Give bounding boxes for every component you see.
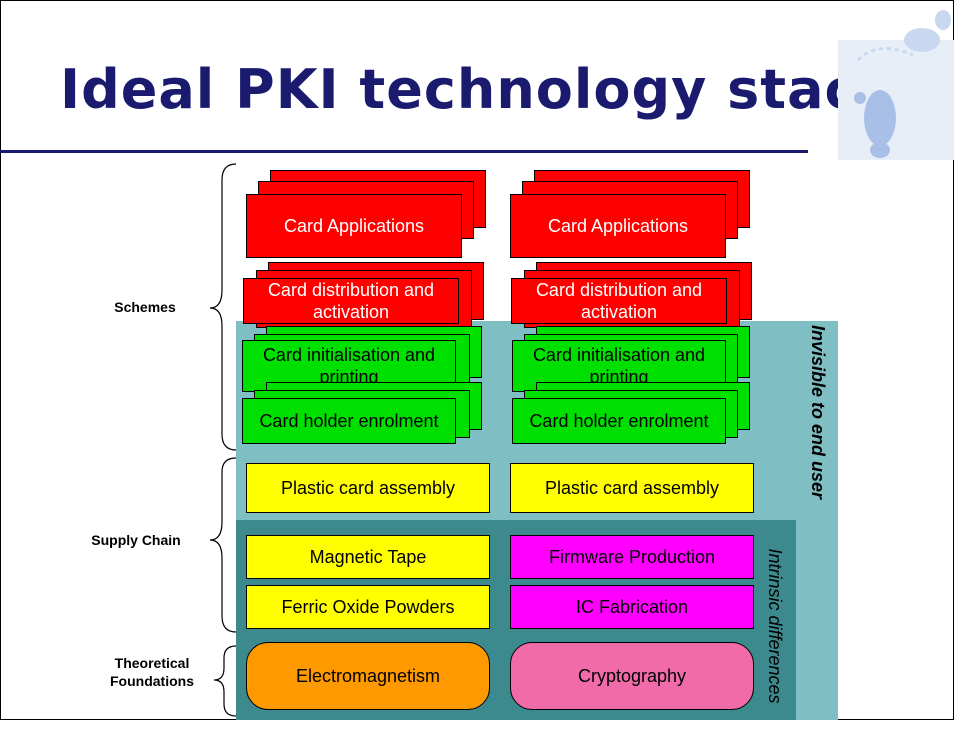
electromagnetism-box: Electromagnetism: [246, 642, 490, 710]
ic-fabrication-box: IC Fabrication: [510, 585, 754, 629]
card-applications-box: Card Applications: [246, 194, 462, 258]
plastic-card-assembly-box: Plastic card assembly: [510, 463, 754, 513]
theoretical-foundations-label: Theoretical Foundations: [110, 655, 194, 689]
supply-chain-brace: [209, 457, 237, 633]
firmware-production-box: Firmware Production: [510, 535, 754, 579]
card-holder-enrolment-box: Card holder enrolment: [242, 398, 456, 444]
title-underline: [0, 150, 808, 153]
supply-chain-label: Supply Chain: [91, 532, 181, 548]
card-distribution-box: Card distribution and activation: [243, 278, 459, 324]
card-holder-enrolment-box: Card holder enrolment: [512, 398, 726, 444]
theoretical-foundations-brace: [213, 645, 237, 717]
magnetic-tape-box: Magnetic Tape: [246, 535, 490, 579]
schemes-brace: [209, 163, 237, 451]
card-distribution-box: Card distribution and activation: [511, 278, 727, 324]
page-title: Ideal PKI technology stack: [60, 58, 895, 121]
plastic-card-assembly-box: Plastic card assembly: [246, 463, 490, 513]
cryptography-box: Cryptography: [510, 642, 754, 710]
card-applications-box: Card Applications: [510, 194, 726, 258]
ferric-oxide-powders-box: Ferric Oxide Powders: [246, 585, 490, 629]
footprints-icon: [838, 10, 954, 160]
schemes-label: Schemes: [114, 299, 176, 315]
